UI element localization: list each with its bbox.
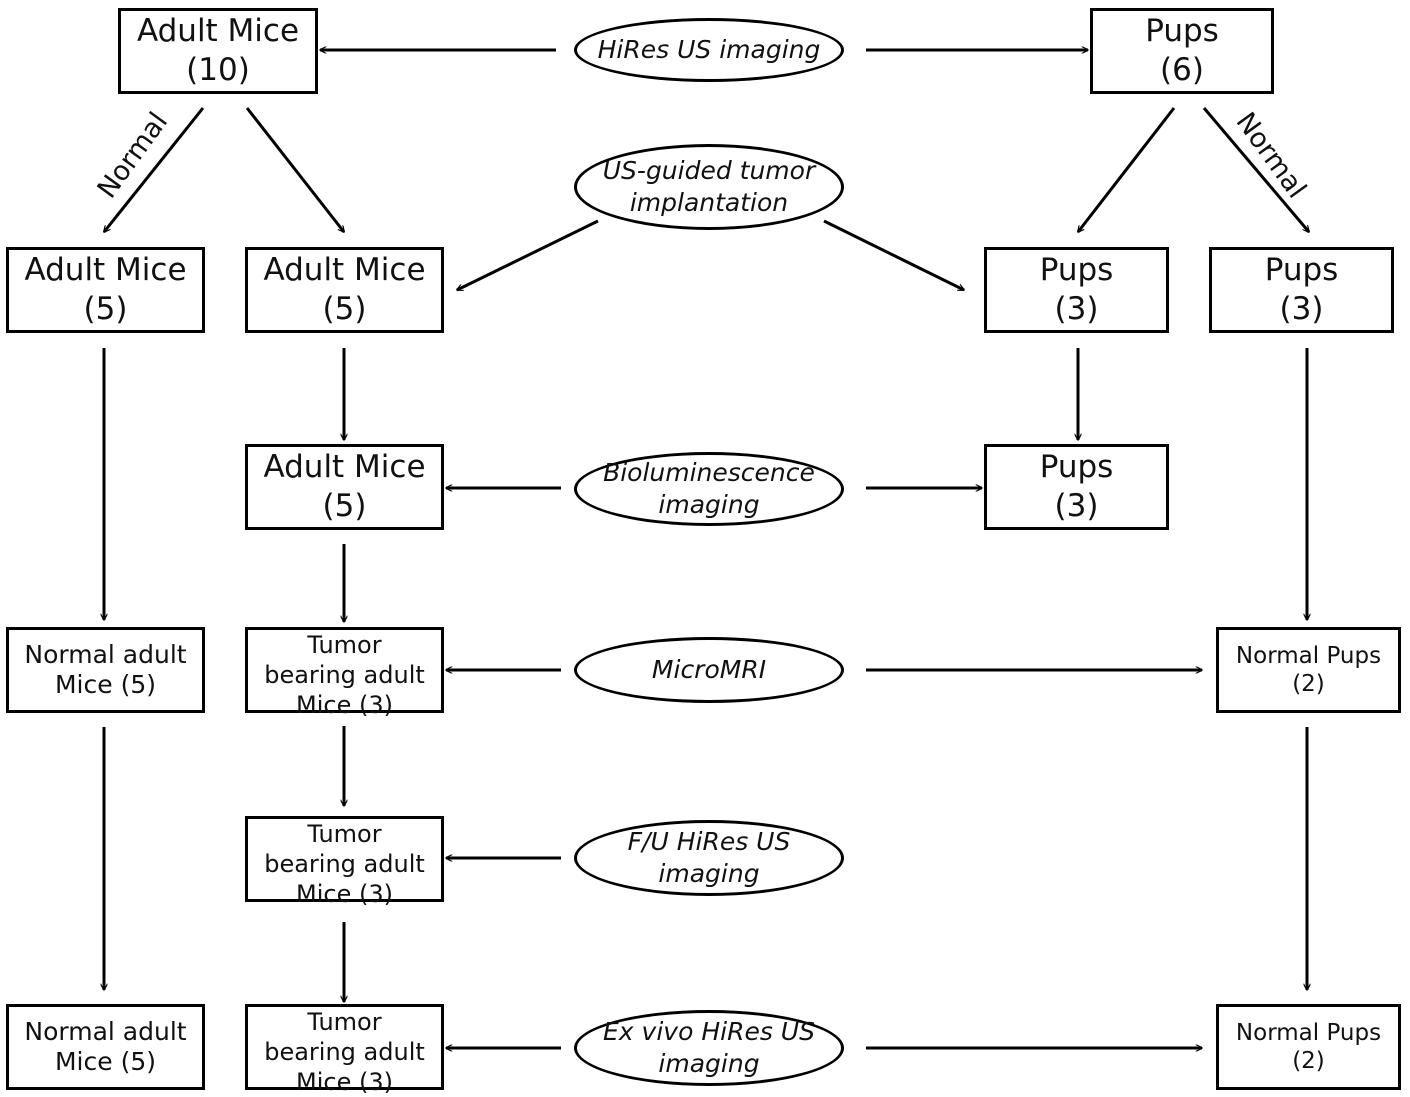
step-label: MicroMRI [651, 654, 767, 684]
node-label-line: Pups [1264, 252, 1339, 289]
node-count: (3) [1054, 488, 1099, 524]
node-label-line: Mice (5) [54, 1047, 156, 1076]
step-label: Bioluminescence [603, 457, 815, 487]
node-adult-mice-normal: Adult Mice (5) [6, 247, 205, 333]
step-us-guided-tumor-implantation: US-guided tumor implantation [574, 144, 844, 230]
step-label: imaging [658, 859, 760, 888]
node-label-line: Adult Mice [263, 252, 426, 289]
node-count: (10) [186, 52, 250, 88]
step-bioluminescence-imaging: Bioluminescence imaging [574, 452, 844, 526]
step-label: US-guided tumor [602, 155, 816, 185]
arrow-adult-to-implanted [245, 107, 344, 232]
node-tumor-bearing-adult-exvivo: Tumor bearing adult Mice (3) [245, 1004, 444, 1096]
node-pups-bli: Pups (3) [984, 444, 1169, 530]
arrow-pups-to-implanted [1078, 107, 1176, 232]
node-tumor-bearing-adult-fu: Tumor bearing adult Mice (3) [245, 816, 444, 908]
arrow-usguided-to-adult [457, 219, 599, 292]
node-label-line: Tumor [307, 631, 382, 659]
step-label: implantation [629, 188, 789, 217]
node-normal-adult-mice-exvivo: Normal adult Mice (5) [6, 1004, 205, 1090]
node-label-line: Mice (3) [296, 880, 393, 908]
node-label-line: Normal Pups [1235, 1019, 1382, 1046]
step-label: Ex vivo HiRes US [603, 1016, 815, 1046]
node-label-line: bearing adult [264, 1038, 425, 1066]
node-label-line: Normal Pups [1235, 642, 1382, 669]
node-label-line: Normal adult [24, 639, 187, 669]
node-normal-pups-mri: Normal Pups (2) [1216, 627, 1401, 713]
step-label: imaging [658, 490, 760, 519]
node-pups-normal: Pups (3) [1209, 247, 1394, 333]
node-adult-mice-implanted: Adult Mice (5) [245, 247, 444, 333]
node-label-line: Pups [1039, 449, 1114, 486]
node-label-line: Adult Mice [263, 449, 426, 486]
node-normal-pups-exvivo: Normal Pups (2) [1216, 1004, 1401, 1090]
node-pups-total: Pups (6) [1090, 8, 1274, 94]
node-label-line: Pups [1145, 13, 1219, 50]
node-label-line: Tumor [307, 820, 382, 848]
node-label-line: Adult Mice [136, 13, 300, 50]
node-count: (5) [322, 488, 367, 524]
node-label-line: Pups [1039, 252, 1114, 289]
node-count: (5) [83, 291, 128, 327]
arrow-pups-to-normal [1202, 107, 1309, 232]
node-label-line: Mice (5) [54, 670, 156, 699]
node-count: (5) [322, 291, 367, 327]
node-count: (2) [1292, 671, 1325, 697]
node-count: (3) [1054, 291, 1099, 327]
node-pups-implanted: Pups (3) [984, 247, 1169, 333]
node-adult-mice-bli: Adult Mice (5) [245, 444, 444, 530]
node-label-line: Normal adult [24, 1016, 187, 1046]
node-normal-adult-mice-mri: Normal adult Mice (5) [6, 627, 205, 713]
node-label-line: bearing adult [264, 661, 425, 689]
node-tumor-bearing-adult-mri: Tumor bearing adult Mice (3) [245, 627, 444, 719]
node-label-line: Tumor [307, 1008, 382, 1036]
node-label-line: Adult Mice [24, 252, 187, 289]
node-label-line: Mice (3) [296, 1068, 393, 1096]
step-label: F/U HiRes US [627, 826, 791, 856]
node-count: (2) [1292, 1048, 1325, 1074]
step-hires-us-imaging: HiRes US imaging [574, 18, 844, 82]
step-micromri: MicroMRI [574, 637, 844, 703]
node-label-line: bearing adult [264, 850, 425, 878]
arrow-adult-to-normal [104, 107, 205, 232]
arrow-usguided-to-pups [823, 219, 964, 292]
step-label: imaging [658, 1049, 760, 1078]
step-fu-hires-us-imaging: F/U HiRes US imaging [574, 820, 844, 896]
node-count: (6) [1160, 52, 1204, 88]
step-label: HiRes US imaging [597, 34, 821, 64]
node-label-line: Mice (3) [296, 691, 393, 719]
step-ex-vivo-hires-us-imaging: Ex vivo HiRes US imaging [574, 1010, 844, 1086]
node-adult-mice-total: Adult Mice (10) [118, 8, 318, 94]
node-count: (3) [1279, 291, 1324, 327]
